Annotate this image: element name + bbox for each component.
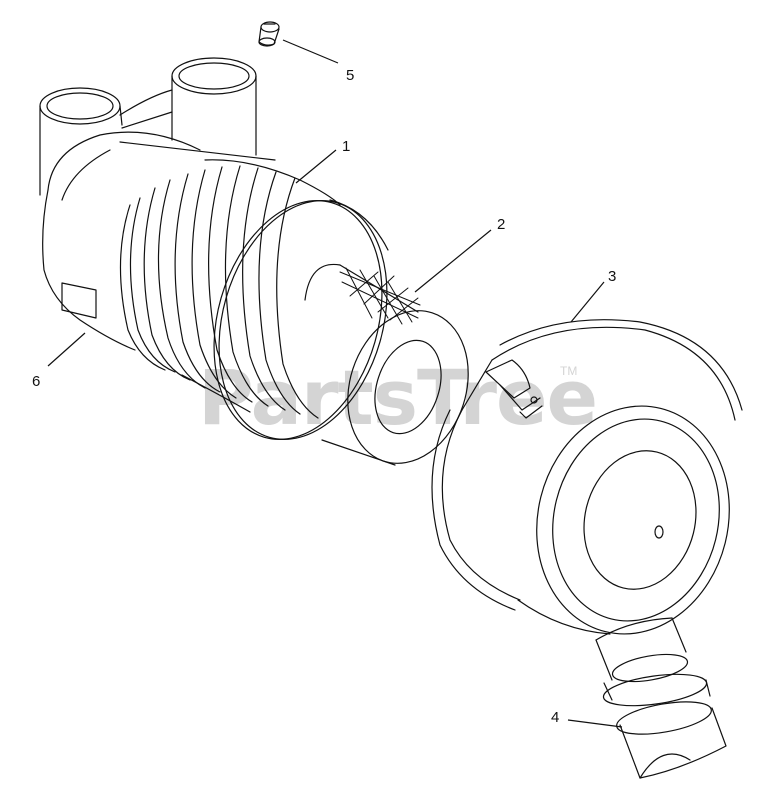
callout-5: 5 [346,67,354,84]
callouts: 5 1 2 3 4 6 [32,67,616,726]
leader-line-2 [414,229,492,293]
leader-line-5 [282,39,339,64]
plug-fitting-part-5 [259,22,279,46]
discharge-valve-part-4 [596,618,726,778]
leader-line-6 [47,332,86,367]
callout-1: 1 [342,138,350,155]
leader-lines [47,39,623,728]
callout-2: 2 [497,216,505,233]
watermark-trademark: TM [560,364,577,378]
leader-line-3 [570,281,605,323]
callout-6: 6 [32,373,40,390]
callout-4: 4 [551,709,559,726]
filter-element-part-2 [305,264,487,479]
air-cleaner-housing-part-6 [40,58,414,459]
callout-3: 3 [608,268,616,285]
cover-assembly-part-3 [432,320,753,655]
leader-line-1 [295,149,337,184]
leader-line-4 [567,719,623,728]
